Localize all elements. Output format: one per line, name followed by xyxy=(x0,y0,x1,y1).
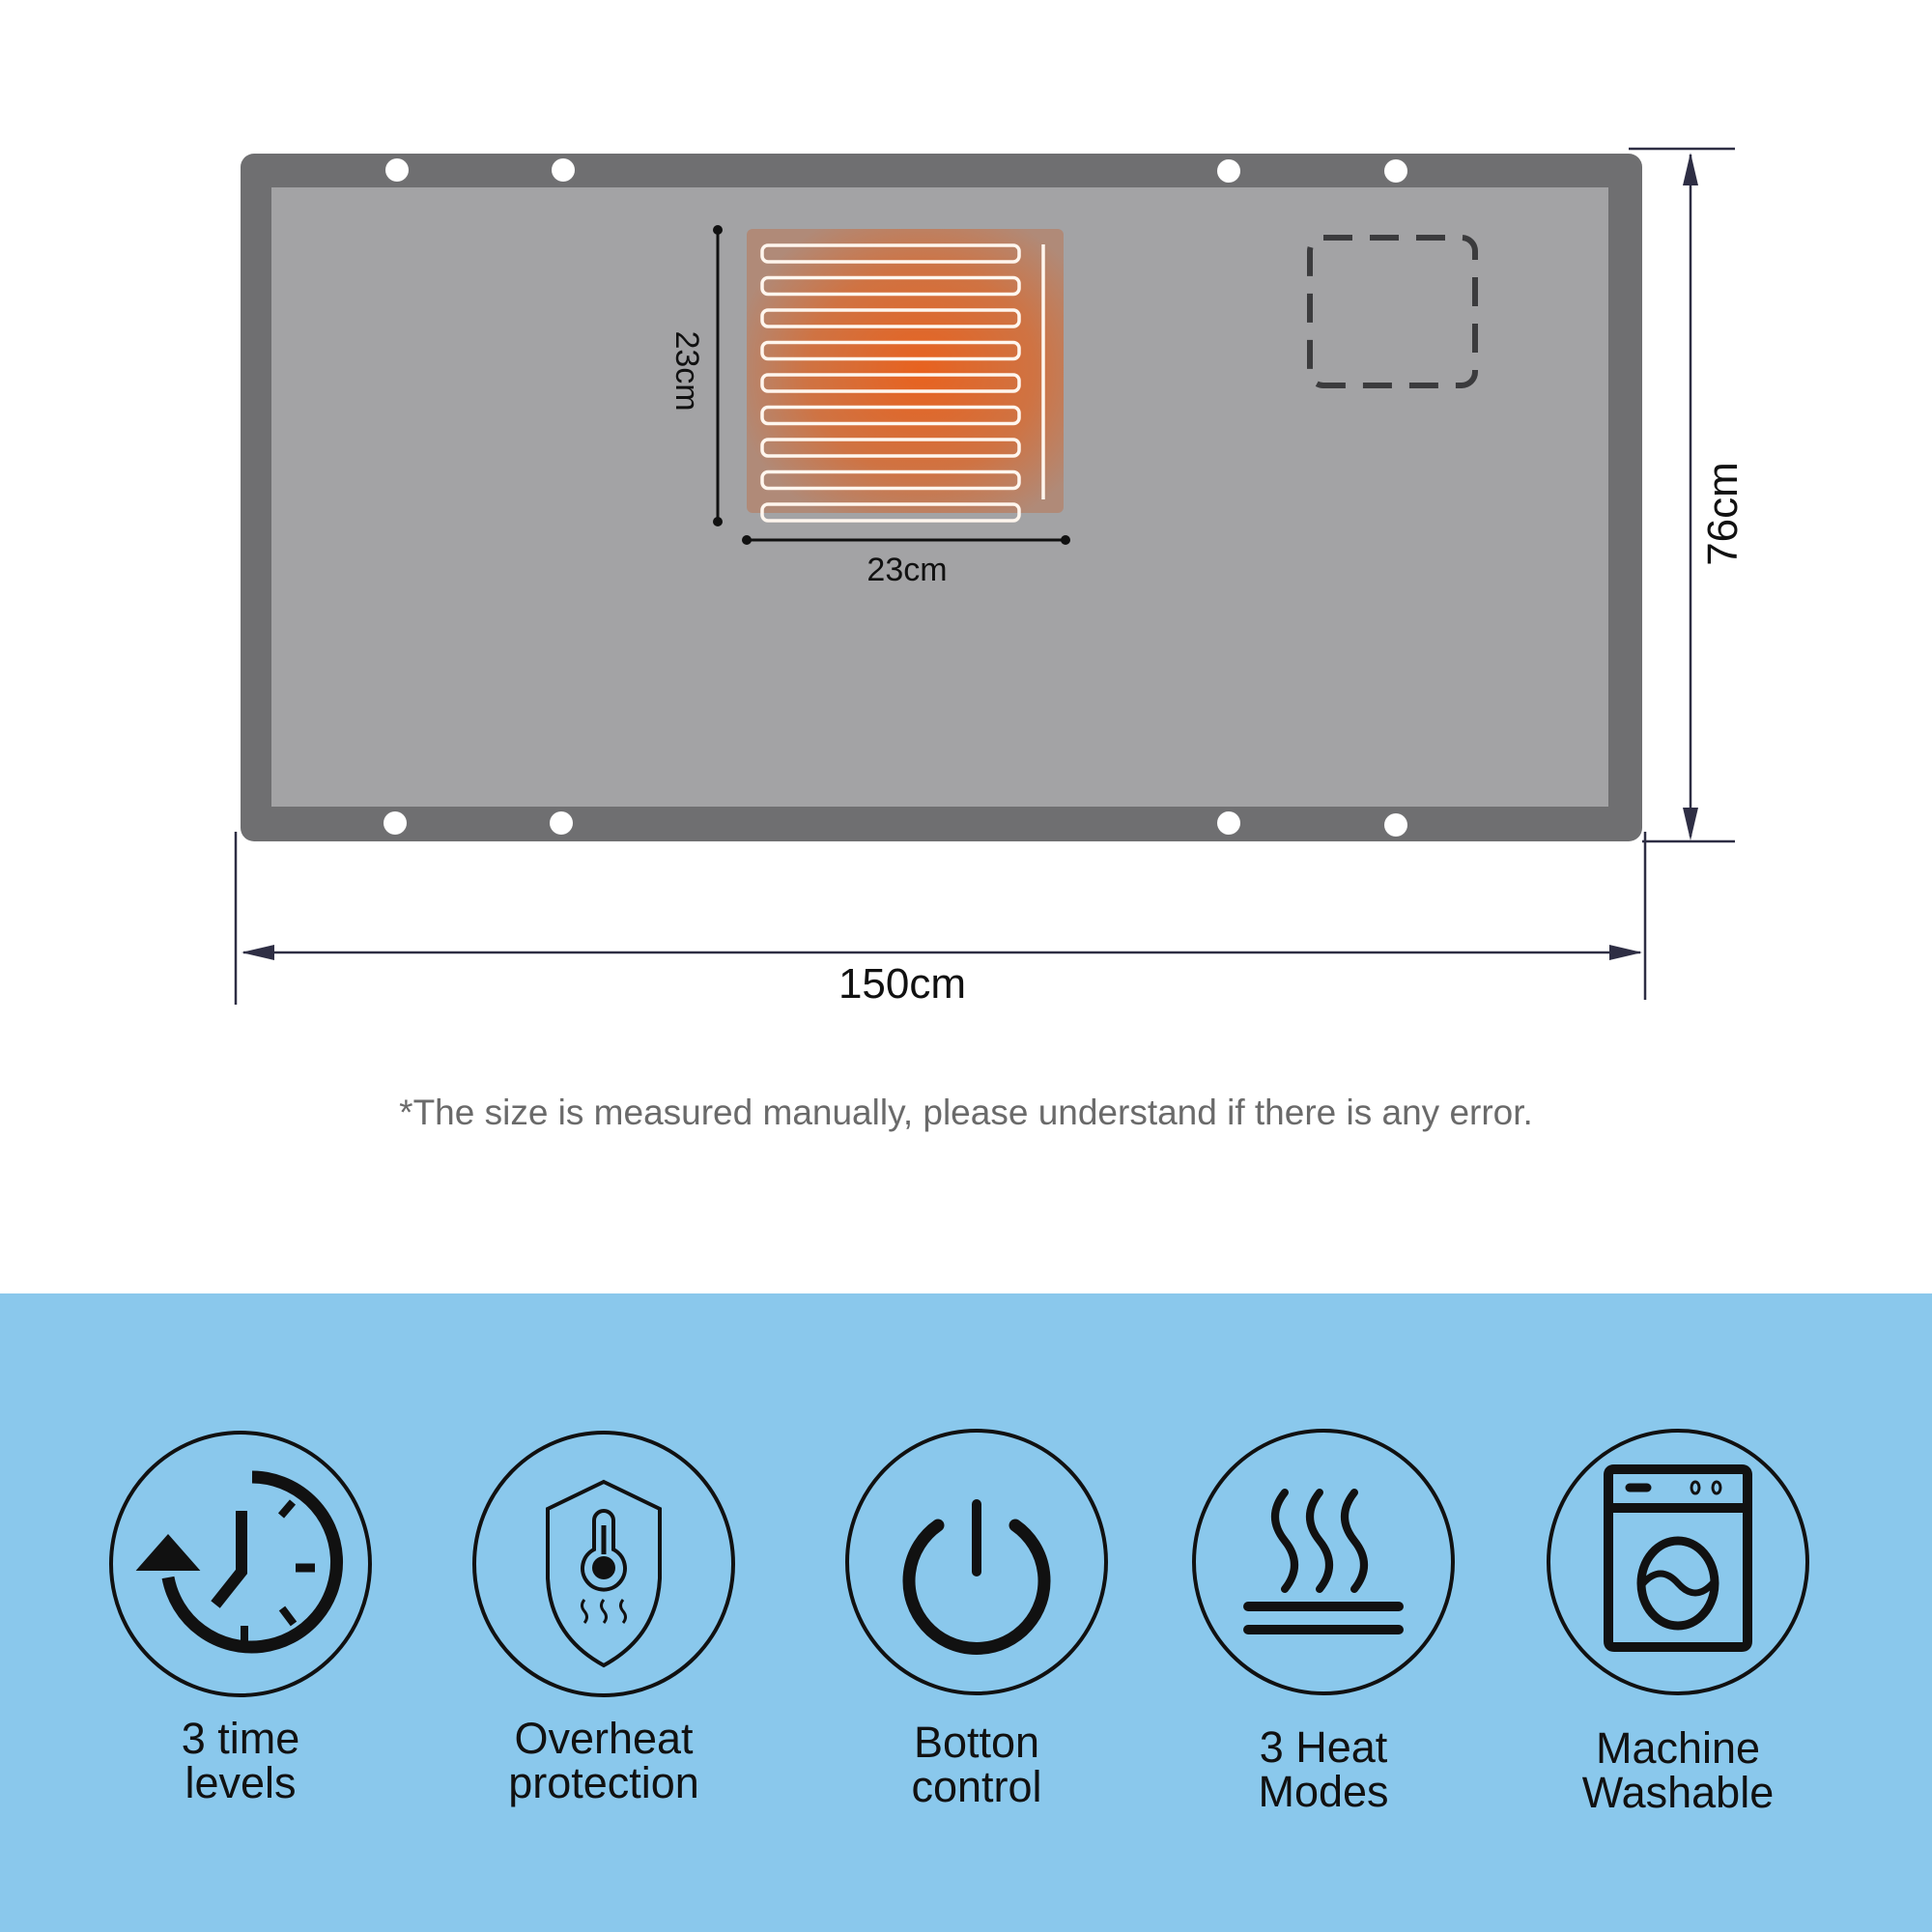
feature-button-control: Botton control xyxy=(845,1429,1108,1811)
heating-wire-loop xyxy=(760,502,1021,523)
grommet xyxy=(1384,813,1407,837)
heating-wire-loop xyxy=(760,438,1021,458)
mat-height-label: 76cm xyxy=(1699,462,1747,566)
feature-label-line2: protection xyxy=(508,1758,699,1807)
feature-machine-washable: Machine Washable xyxy=(1547,1429,1809,1817)
grommet xyxy=(385,158,409,182)
heat-waves-icon xyxy=(1243,1489,1404,1634)
heating-wire-loop xyxy=(760,275,1021,297)
shield-thermometer-icon xyxy=(546,1479,662,1668)
feature-label-line1: Botton xyxy=(914,1718,1039,1767)
feature-label-line1: Overheat xyxy=(514,1714,694,1763)
feature-overheat-protection: Overheat protection xyxy=(472,1431,735,1807)
heater-width-label: 23cm xyxy=(867,552,947,588)
grommet xyxy=(550,811,573,835)
feature-label-line2: Modes xyxy=(1258,1767,1388,1816)
feature-label-line1: 3 time xyxy=(182,1714,300,1763)
heating-mat xyxy=(241,154,1642,841)
heater-height-dimension: 23cm xyxy=(668,225,723,526)
feature-label-line2: control xyxy=(911,1762,1041,1811)
heater-height-label: 23cm xyxy=(668,330,705,411)
heating-element xyxy=(747,229,1064,523)
grommet xyxy=(1217,159,1240,183)
measurement-note: *The size is measured manually, please u… xyxy=(399,1093,1533,1132)
feature-label-line1: Machine xyxy=(1596,1723,1760,1773)
grommet xyxy=(552,158,575,182)
feature-heat-modes: 3 Heat Modes xyxy=(1192,1429,1455,1816)
heater-width-dimension: 23cm xyxy=(742,535,1070,588)
heating-wire-loop xyxy=(760,373,1021,393)
feature-label-line2: levels xyxy=(185,1758,296,1807)
heating-wire-loop xyxy=(760,469,1021,491)
grommet xyxy=(1217,811,1240,835)
clock-timer-icon xyxy=(135,1470,343,1654)
grommet xyxy=(1384,159,1407,183)
grommet-holes xyxy=(384,158,1407,837)
mat-width-label: 150cm xyxy=(838,960,966,1008)
heating-wire-loop xyxy=(760,405,1021,426)
heating-wire-loop xyxy=(760,243,1021,264)
power-icon xyxy=(902,1499,1051,1655)
heating-wire-loop xyxy=(760,308,1021,328)
heating-wire-loop xyxy=(760,340,1021,361)
mat-height-dimension xyxy=(1629,147,1735,843)
washing-machine-icon xyxy=(1604,1464,1752,1652)
controller-pocket-outline xyxy=(1307,235,1478,388)
feature-label-line2: Washable xyxy=(1582,1768,1774,1817)
grommet xyxy=(384,811,407,835)
feature-time-levels: 3 time levels xyxy=(109,1431,372,1807)
mat-width-dimension xyxy=(234,832,1647,1005)
feature-label-line1: 3 Heat xyxy=(1260,1722,1388,1772)
